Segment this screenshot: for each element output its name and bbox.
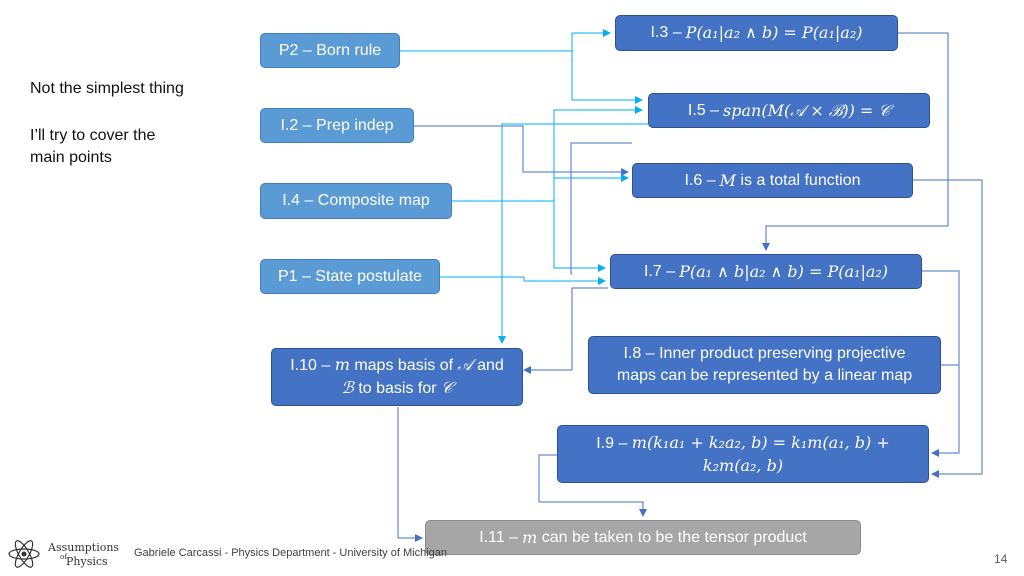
connector-i3-i7 (762, 32, 949, 251)
node-i8[interactable]: I.8 – Inner product preserving projectiv… (588, 336, 941, 394)
connector-i5-i10 (498, 123, 648, 344)
node-i9-formula-2: k₂m(a₂, b) (702, 455, 784, 475)
node-i10-math-c: 𝒞 (441, 378, 453, 397)
node-i6-prefix: I.6 – (684, 171, 716, 189)
node-i9[interactable]: I.9 – m(k₁a₁ + k₂a₂, b) = k₁m(a₁, b) + k… (557, 425, 929, 483)
node-p1-state-postulate[interactable]: P1 – State postulate (260, 259, 440, 294)
node-i3-prefix: I.3 – (650, 24, 682, 41)
atom-icon (8, 540, 40, 568)
node-i2-prep-indep[interactable]: I.2 – Prep indep (260, 108, 414, 143)
node-i10-math-a: 𝒜 (457, 355, 473, 374)
node-i10[interactable]: I.10 – m maps basis of 𝒜 and ℬ to basis … (271, 348, 523, 406)
node-i4-label: I.4 – Composite map (282, 192, 430, 209)
connector-i6-i10 (570, 142, 632, 275)
assumptions-of-physics-logo: Assumptions of Physics (6, 536, 126, 572)
logo-line-3: Physics (66, 555, 108, 568)
node-i10-mid2: and (472, 357, 504, 374)
node-i3-formula: P(a₁|a₂ ∧ b) = P(a₁|a₂) (685, 23, 863, 42)
node-i8-line2: maps can be represented by a linear map (616, 367, 913, 384)
node-i4-composite-map[interactable]: I.4 – Composite map (260, 183, 452, 219)
node-i10-line1: I.10 – m maps basis of 𝒜 and (290, 354, 504, 377)
node-i6[interactable]: I.6 – M is a total function (632, 163, 913, 198)
node-i5[interactable]: I.5 – span(M(𝒜 × ℬ)) = 𝒞 (648, 93, 930, 128)
node-i11[interactable]: I.11 – m can be taken to be the tensor p… (425, 520, 861, 555)
connector-p1-i7 (440, 276, 606, 285)
node-p2-born-rule[interactable]: P2 – Born rule (260, 33, 400, 68)
node-i11-formula: m (522, 527, 538, 547)
side-note-3: main points (30, 149, 112, 166)
node-i11-suffix: can be taken to be the tensor product (537, 528, 807, 546)
connector-i6-i9 (913, 179, 983, 478)
node-p2-label: P2 – Born rule (278, 41, 382, 59)
node-i3[interactable]: I.3 – P(a₁|a₂ ∧ b) = P(a₁|a₂) (615, 15, 898, 51)
logo-line-2: of (60, 553, 67, 561)
logo-line-1: Assumptions (48, 541, 120, 554)
connector-i4-i5 (452, 106, 643, 202)
connector-i4-i7 (553, 201, 606, 272)
node-i5-formula: span(M(𝒜 × ℬ)) = 𝒞 (723, 100, 891, 120)
node-i11-prefix: I.11 – (479, 528, 519, 546)
node-i9-line1: I.9 – m(k₁a₁ + k₂a₂, b) = k₁m(a₁, b) + (596, 432, 890, 455)
node-i10-mid1: maps basis of (349, 357, 458, 374)
node-i10-prefix: I.10 – (290, 357, 335, 374)
node-i2-label: I.2 – Prep indep (280, 116, 394, 134)
node-i5-prefix: I.5 – (687, 101, 720, 119)
footer-credit: Gabriele Carcassi - Physics Department -… (134, 547, 447, 559)
connector-i2-i6 (414, 125, 629, 176)
side-note-2: I’ll try to cover the (30, 127, 156, 144)
node-i6-formula: M (719, 170, 736, 190)
node-i6-suffix: is a total function (736, 171, 861, 189)
connector-p2-i3 (400, 29, 611, 52)
connector-i9-i11 (538, 454, 647, 517)
node-i9-prefix: I.9 – (596, 434, 632, 452)
node-i8-line1: I.8 – Inner product preserving projectiv… (623, 345, 906, 362)
connector-i7-i10 (523, 287, 608, 374)
page-number: 14 (994, 552, 1008, 566)
node-i7[interactable]: I.7 – P(a₁ ∧ b|a₂ ∧ b) = P(a₁|a₂) (610, 254, 922, 289)
connector-p2-i5 (571, 51, 643, 104)
node-i10-math-b: ℬ (341, 378, 354, 397)
node-i10-line2: ℬ to basis for 𝒞 (341, 377, 452, 400)
node-i10-mid3: to basis for (353, 380, 442, 397)
node-p1-label: P1 – State postulate (277, 267, 423, 285)
side-note-1: Not the simplest thing (30, 80, 184, 97)
node-i9-formula-1: m(k₁a₁ + k₂a₂, b) = k₁m(a₁, b) + (631, 432, 890, 452)
connector-i7-i9 (922, 270, 960, 457)
node-i7-formula: P(a₁ ∧ b|a₂ ∧ b) = P(a₁|a₂) (679, 261, 889, 281)
connector-i10-i11 (397, 407, 423, 542)
node-i7-prefix: I.7 – (643, 262, 676, 280)
node-i10-math-m: m (334, 355, 350, 374)
